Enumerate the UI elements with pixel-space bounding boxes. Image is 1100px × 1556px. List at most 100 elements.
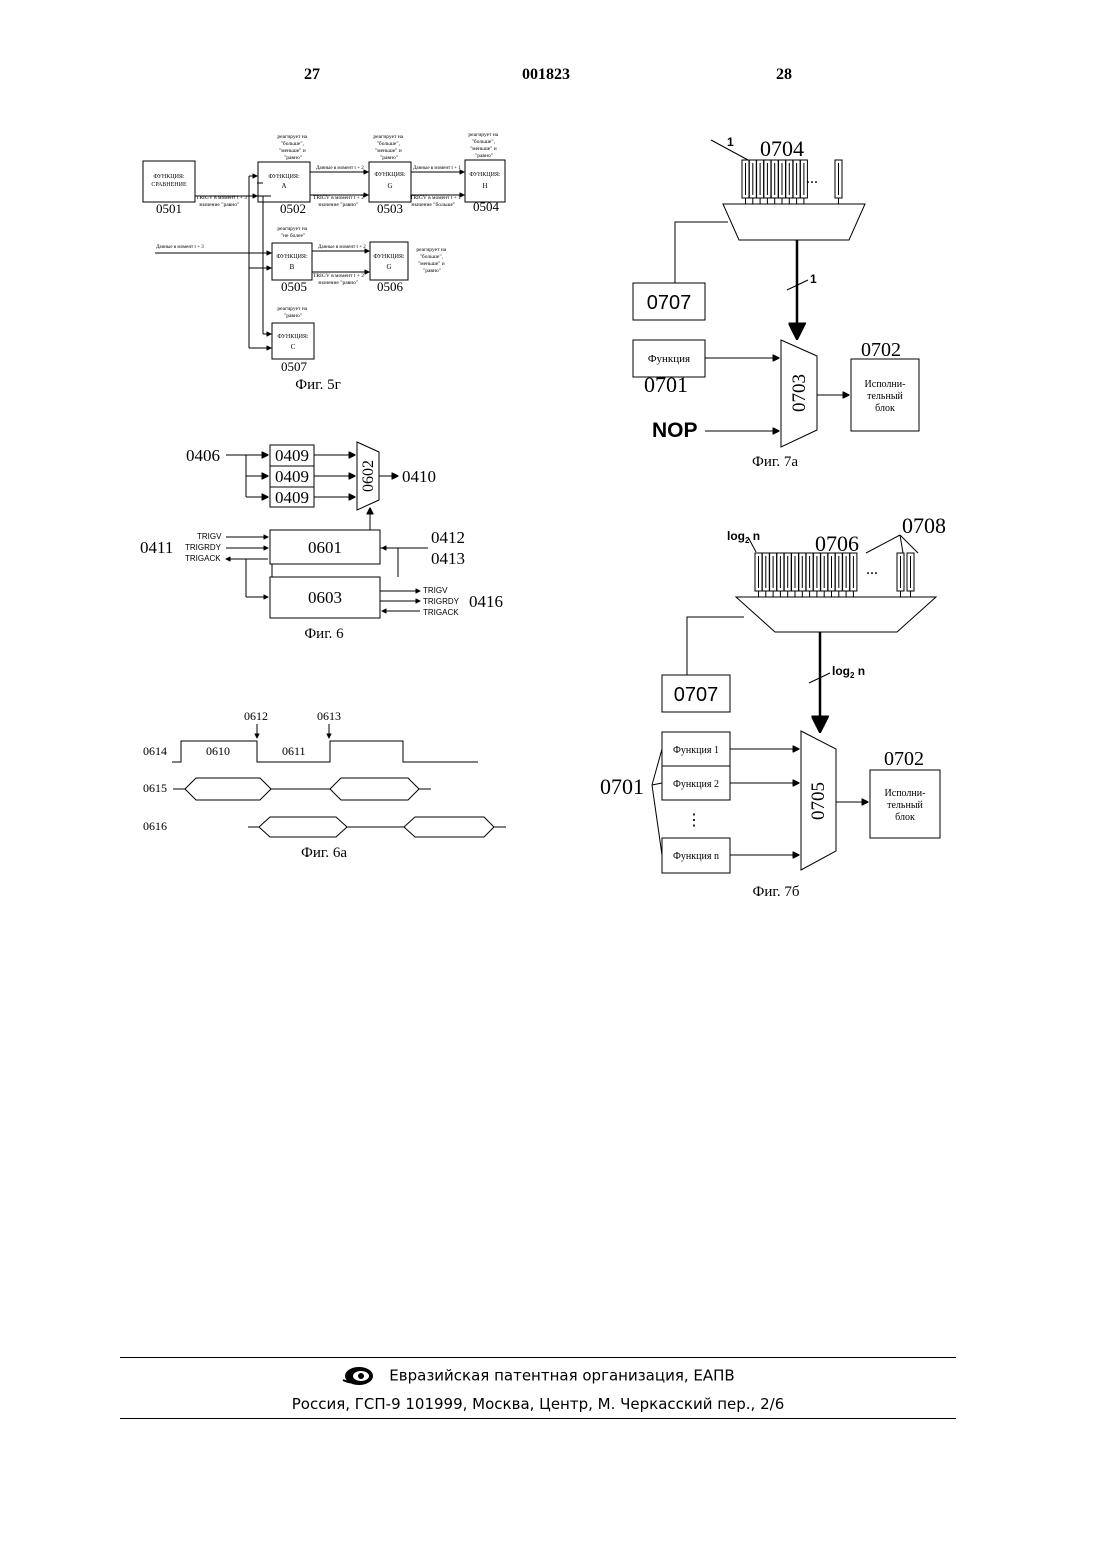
label-0602: 0602 <box>360 460 377 492</box>
label-0616: 0616 <box>143 819 167 833</box>
label-0701-braces <box>652 749 662 855</box>
figure-6a <box>172 724 506 837</box>
sig-trigrdy-left: TRIGRDY <box>185 543 222 552</box>
caption-fig-5g: Фиг. 5г <box>295 377 341 393</box>
label-0410: 0410 <box>402 467 436 486</box>
box-0501-text-2: СРАВНЕНИЕ <box>151 182 187 188</box>
caption-fig-7a: Фиг. 7а <box>752 454 798 470</box>
sel-to-mux-line <box>675 222 728 283</box>
footer-org: Евразийская патентная организация, ЕАПВ <box>389 1367 734 1385</box>
label-0613: 0613 <box>317 709 341 723</box>
label-0701-7a: 0701 <box>644 372 688 397</box>
label-0706: 0706 <box>815 531 859 556</box>
functions-vertical-ellipsis: ⋮ <box>686 812 702 829</box>
label-0505: 0505 <box>281 279 307 294</box>
label-0612: 0612 <box>244 709 268 723</box>
figure-6a-text: 0612 0613 0614 0610 0611 0615 0616 Фиг. … <box>143 709 347 861</box>
eapo-logo-icon <box>341 1365 375 1387</box>
label-0412: 0412 <box>431 528 465 547</box>
box-0505-text-1: ФУНКЦИЯ: <box>276 254 308 260</box>
label-0409-3: 0409 <box>275 488 309 507</box>
trig-A-G-label: TRIGV в момент t + 2 значение "равно" <box>313 195 365 208</box>
note-G1: реагирует на "больше", "меньше" и "равно… <box>373 134 404 161</box>
exec-text-1-7a: Исполни- <box>865 379 906 390</box>
box-0502-text-2: A <box>281 182 286 190</box>
label-0504: 0504 <box>473 199 500 214</box>
trig-G-H-label: TRIGV в момент t + 1 значение "больше" <box>410 195 462 208</box>
label-0503: 0503 <box>377 201 403 216</box>
sel-to-mux-line-7b <box>687 617 744 675</box>
box-0501-text-1: ФУНКЦИЯ: <box>153 174 185 180</box>
label-0615: 0615 <box>143 781 167 795</box>
data-A-G-label: Данные в момент t + 2 <box>316 166 364 171</box>
note-G2: реагирует на "больше", "меньше" и "равно… <box>416 247 447 274</box>
box-0505 <box>272 243 312 280</box>
function-1-label: Функция 1 <box>673 745 719 756</box>
box-0507-text-2: C <box>291 343 296 351</box>
exec-text-2-7a: тельный <box>867 391 903 402</box>
label-0411: 0411 <box>140 538 173 557</box>
box-0504 <box>465 160 505 202</box>
waveform-0615-bot-1 <box>185 789 271 800</box>
caption-fig-6: Фиг. 6 <box>304 626 344 642</box>
box-0503-text-2: G <box>387 182 392 190</box>
footer-org-line: Евразийская патентная организация, ЕАПВ <box>120 1365 956 1387</box>
note-B: реагирует на "не более" <box>277 226 308 239</box>
label-0614: 0614 <box>143 744 167 758</box>
label-0610: 0610 <box>206 744 230 758</box>
trig-main-label: TRIGV в момент t + 3 значение "равно" <box>196 195 248 208</box>
footer-address: Россия, ГСП-9 101999, Москва, Центр, М. … <box>120 1395 956 1413</box>
function-label-7a: Функция <box>648 353 690 365</box>
sig-trigrdy-right: TRIGRDY <box>423 597 460 606</box>
register-bank-0706 <box>755 553 914 597</box>
label-0708: 0708 <box>902 513 946 538</box>
waveform-0615-bot-2 <box>330 789 419 800</box>
data-B-G-label: Данные в момент t + 2 <box>318 245 366 250</box>
bus-width-top: 1 <box>727 135 734 149</box>
label-0406: 0406 <box>186 446 220 465</box>
sig-trigack-left: TRIGACK <box>185 554 221 563</box>
label-0601: 0601 <box>308 538 342 557</box>
label-0703: 0703 <box>789 374 810 412</box>
note-H: реагирует на "больше", "меньше" и "равно… <box>468 132 499 159</box>
caption-fig-6a: Фиг. 6а <box>301 845 347 861</box>
regs-ellipsis-7a: ... <box>806 170 818 187</box>
label-0704: 0704 <box>760 136 804 161</box>
function-2-label: Функция 2 <box>673 779 719 790</box>
footer-rule-top <box>120 1357 956 1358</box>
label-0502: 0502 <box>280 201 306 216</box>
trig-B-G-label: TRIGV в момент t + 2 значение "равно" <box>313 273 365 286</box>
caption-fig-7b: Фиг. 7б <box>753 884 800 900</box>
box-0506 <box>370 242 408 280</box>
log2n-mid: log2 n <box>832 664 865 680</box>
exec-text-2-7b: тельный <box>887 800 923 811</box>
label-0507: 0507 <box>281 359 308 374</box>
box-0507-text-1: ФУНКЦИЯ: <box>277 334 309 340</box>
label-0409-1: 0409 <box>275 446 309 465</box>
box-0506-text-1: ФУНКЦИЯ: <box>373 254 405 260</box>
label-0702-7b: 0702 <box>884 748 924 770</box>
regs-ellipsis-7b: ... <box>866 561 878 578</box>
box-0502-text-1: ФУНКЦИЯ: <box>268 174 300 180</box>
sig-trigack-right: TRIGACK <box>423 608 459 617</box>
note-A: реагирует на "больше", "меньше" и "равно… <box>277 134 308 161</box>
label-0413: 0413 <box>431 549 465 568</box>
label-0702-7a: 0702 <box>861 339 901 361</box>
exec-text-3-7a: блок <box>875 403 895 414</box>
label-0707-7a: 0707 <box>647 292 692 314</box>
waveform-0616-bot-1 <box>259 827 347 837</box>
sig-trigv-left: TRIGV <box>197 532 222 541</box>
figure-5g-text: ФУНКЦИЯ: СРАВНЕНИЕ 0501 ФУНКЦИЯ: A 0502 … <box>151 132 501 393</box>
label-0416: 0416 <box>469 592 503 611</box>
box-0505-text-2: B <box>290 263 295 271</box>
label-0611: 0611 <box>282 744 306 758</box>
box-0506-text-2: G <box>386 263 391 271</box>
label-0501: 0501 <box>156 201 182 216</box>
note-C: реагирует на "равно" <box>277 306 308 319</box>
bus-width-mid: 1 <box>810 272 817 286</box>
box-0507 <box>272 323 314 359</box>
waveform-0616-bot-2 <box>404 827 494 837</box>
function-n-label: Функция n <box>673 851 719 862</box>
box-0504-text-1: ФУНКЦИЯ: <box>469 172 501 178</box>
